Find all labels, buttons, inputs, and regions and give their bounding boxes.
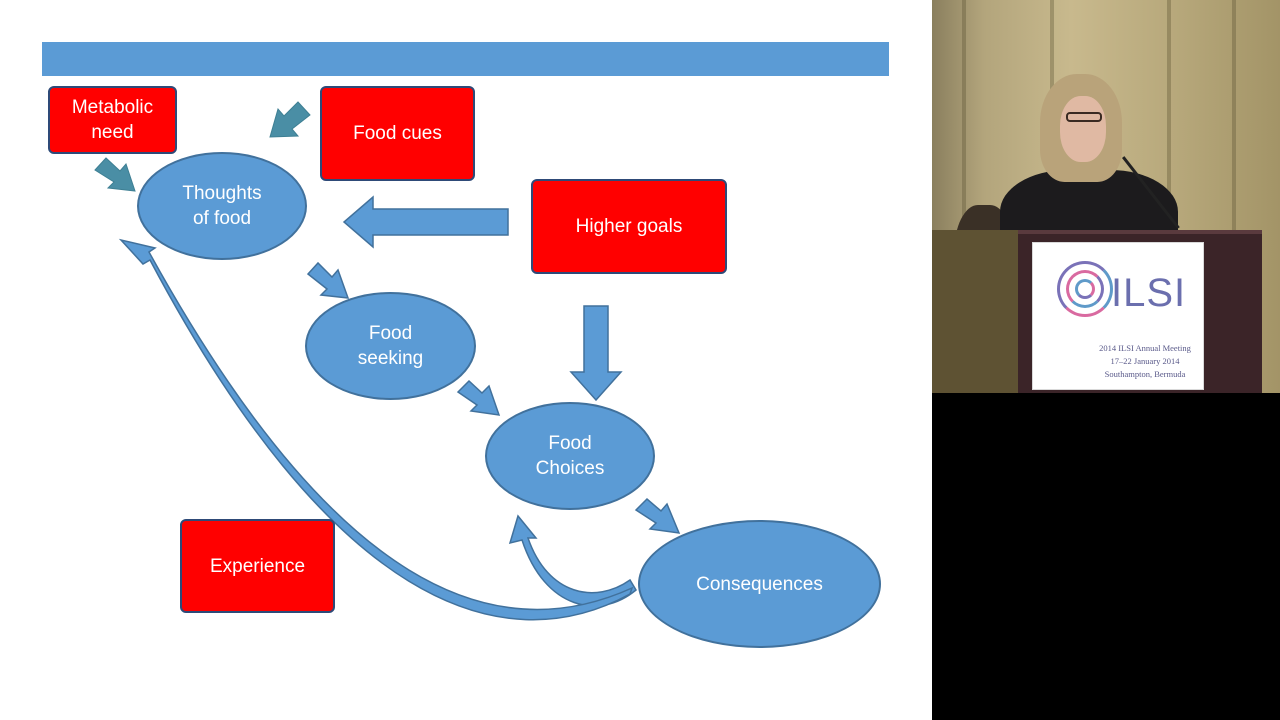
title-bar bbox=[42, 42, 889, 76]
node-food-seeking: Food seeking bbox=[305, 292, 476, 400]
video-black-area bbox=[932, 393, 1280, 720]
box-food-cues: Food cues bbox=[320, 86, 475, 181]
arrow-consequences-to-thoughts bbox=[118, 238, 634, 621]
arrow-thoughts-to-seeking bbox=[306, 261, 350, 299]
sign-line-location: Southampton, Bermuda bbox=[1104, 369, 1186, 379]
node-consequences: Consequences bbox=[638, 520, 881, 648]
arrow-metabolic-to-thoughts bbox=[94, 157, 136, 192]
box-higher-goals: Higher goals bbox=[531, 179, 727, 274]
ilsi-logo-text: ILSI bbox=[1111, 271, 1187, 315]
diagram-arrows bbox=[94, 101, 681, 621]
sign-line-meeting: 2014 ILSI Annual Meeting bbox=[1099, 343, 1191, 353]
arrow-foodcues-to-thoughts bbox=[269, 101, 311, 138]
node-thoughts-of-food: Thoughts of food bbox=[137, 152, 307, 260]
arrow-highergoals-to-thoughts bbox=[342, 195, 509, 249]
background-curtain bbox=[962, 0, 966, 393]
speaker-video: ILSI 2014 ILSI Annual Meeting 17–22 Janu… bbox=[932, 0, 1280, 393]
arrow-seeking-to-choices bbox=[456, 379, 501, 416]
speaker-face bbox=[1060, 96, 1106, 162]
sign-line-dates: 17–22 January 2014 bbox=[1110, 356, 1180, 366]
arrow-highergoals-to-choices bbox=[569, 305, 623, 402]
node-food-choices: Food Choices bbox=[485, 402, 655, 510]
ilsi-logo-icon bbox=[1057, 261, 1113, 317]
arrow-choices-to-consequences bbox=[634, 497, 681, 534]
podium-sign: ILSI 2014 ILSI Annual Meeting 17–22 Janu… bbox=[1032, 242, 1204, 390]
arrow-consequences-to-choices bbox=[508, 514, 637, 607]
box-metabolic-need: Metabolic need bbox=[48, 86, 177, 154]
presentation-slide: Metabolic need Food cues Higher goals Ex… bbox=[0, 0, 932, 720]
speaker-glasses bbox=[1066, 112, 1102, 122]
box-experience: Experience bbox=[180, 519, 335, 613]
